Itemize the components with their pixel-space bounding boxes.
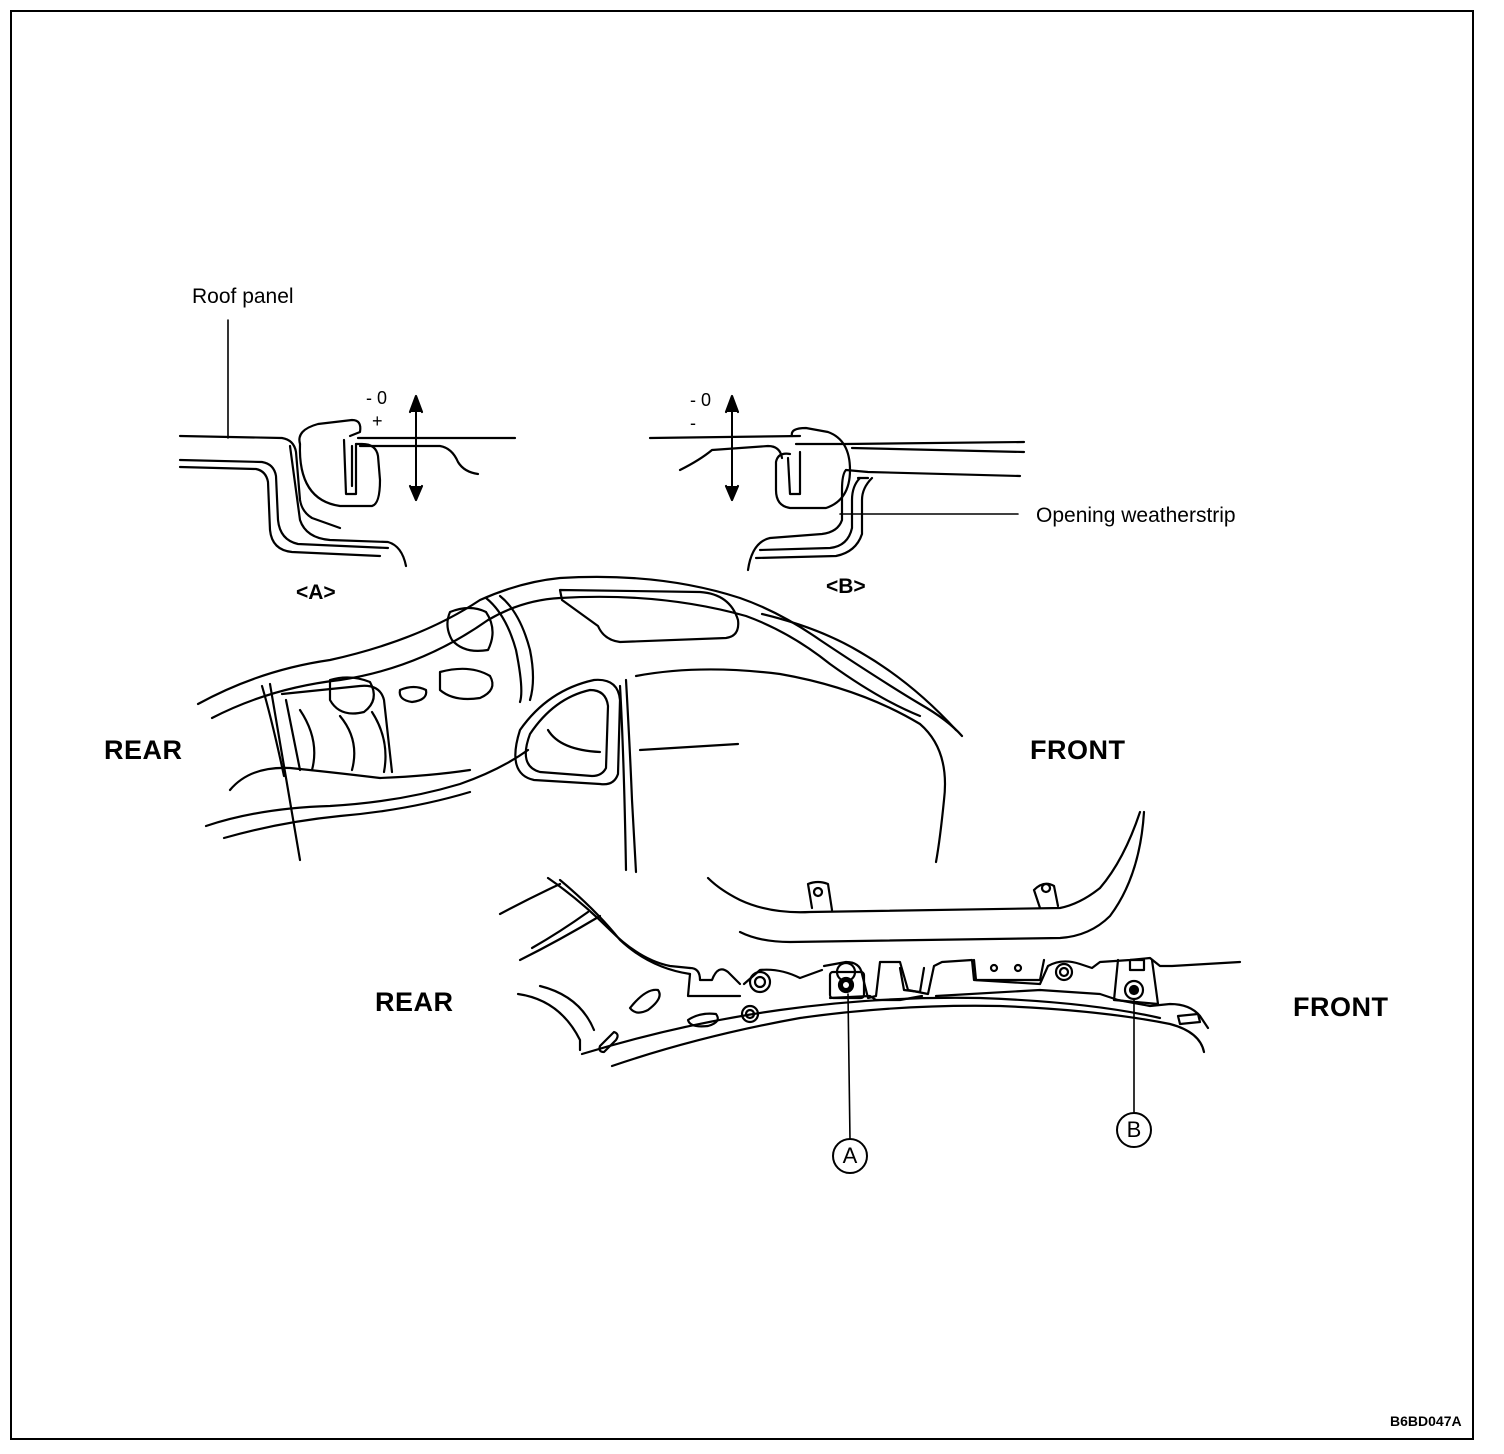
marker-b: B (1116, 1112, 1152, 1148)
tolerance-b-dash: - (690, 413, 696, 433)
section-a-drawing (178, 319, 517, 568)
roof-panel-label: Roof panel (192, 285, 294, 308)
marker-a: A (832, 1138, 868, 1174)
section-a-label: <A> (296, 581, 336, 604)
figure-code: B6BD047A (1390, 1413, 1462, 1429)
car-body-lower (498, 876, 1242, 1141)
tolerance-a-minus: - 0 (366, 388, 388, 408)
tolerance-b-minus: - 0 (690, 390, 712, 410)
section-b-drawing (648, 394, 1026, 572)
tolerance-a-plus: + (372, 411, 383, 431)
rear-label-lower: REAR (375, 987, 454, 1017)
front-label-upper: FRONT (1030, 735, 1126, 765)
figure-frame (10, 10, 1474, 1440)
front-label-lower: FRONT (1293, 992, 1389, 1022)
section-b-label: <B> (826, 575, 866, 598)
rear-label-upper: REAR (104, 735, 183, 765)
car-body-upper (196, 575, 1146, 944)
opening-weatherstrip-label: Opening weatherstrip (1036, 504, 1236, 527)
